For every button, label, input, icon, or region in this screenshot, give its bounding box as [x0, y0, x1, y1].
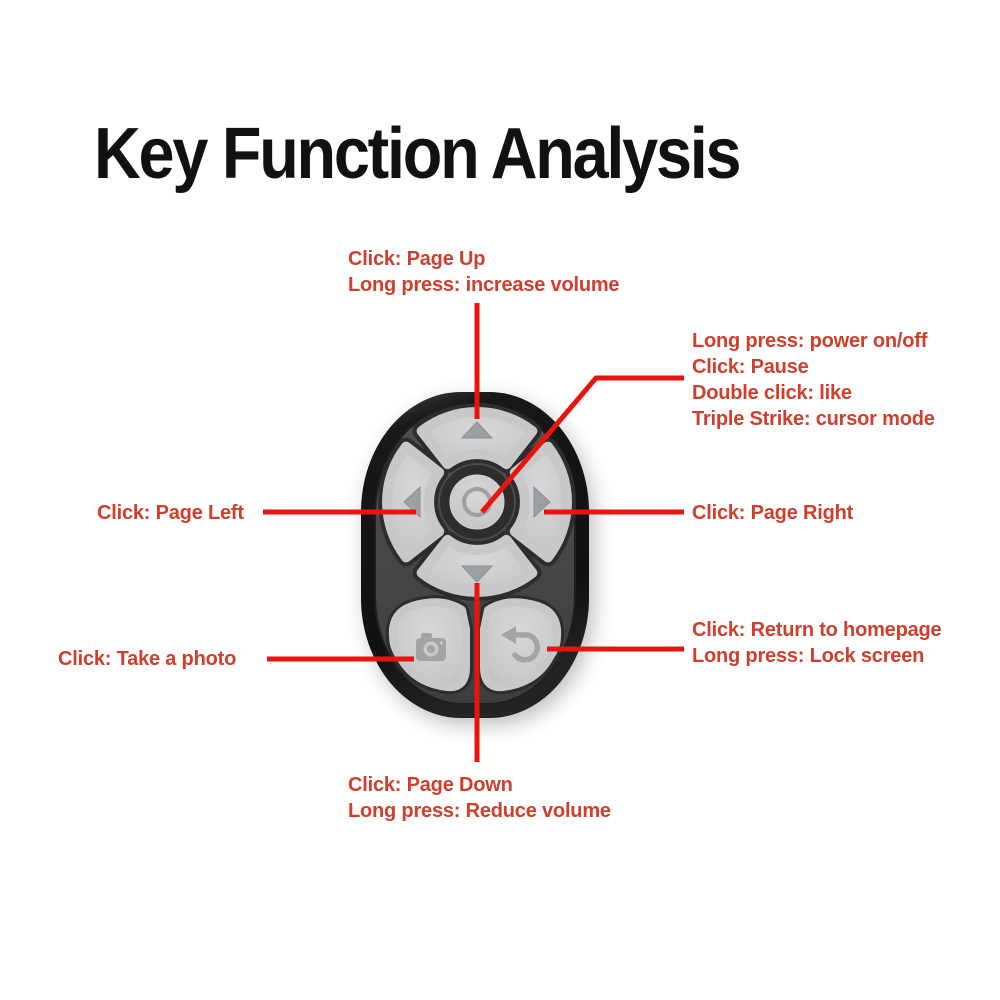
camera-button	[388, 598, 470, 692]
label-line: Triple Strike: cursor mode	[692, 408, 935, 430]
remote-device	[361, 392, 589, 718]
back-button	[480, 598, 562, 692]
left-button	[382, 441, 445, 563]
label-line: Click: Pause	[692, 356, 809, 378]
label-line: Click: Take a photo	[58, 648, 237, 670]
label-page-left: Click: Page Left	[97, 500, 244, 526]
label-line: Click: Page Down	[348, 774, 513, 796]
up-button	[416, 407, 538, 470]
label-line: Click: Page Left	[97, 502, 244, 524]
return-arrow-icon	[501, 626, 541, 663]
label-line: Click: Return to homepage	[692, 619, 942, 641]
label-line: Double click: like	[692, 382, 852, 404]
center-button	[449, 474, 505, 530]
label-line: Click: Page Right	[692, 502, 854, 524]
camera-icon	[416, 633, 446, 661]
label-line: Long press: increase volume	[348, 274, 620, 296]
right-button	[509, 441, 572, 563]
label-line: Click: Page Up	[348, 248, 486, 270]
label-page-right: Click: Page Right	[692, 500, 853, 526]
label-line: Long press: power on/off	[692, 330, 928, 352]
down-arrow-icon	[460, 565, 494, 583]
down-button	[416, 534, 538, 597]
label-line: Long press: Reduce volume	[348, 800, 611, 822]
label-line: Long press: Lock screen	[692, 645, 925, 667]
page-title: Key Function Analysis	[94, 114, 742, 195]
label-take-photo: Click: Take a photo	[58, 646, 236, 672]
label-page-up: Click: Page Up Long press: increase volu…	[348, 246, 620, 298]
label-power: Long press: power on/off Click: Pause Do…	[692, 328, 935, 432]
label-homepage: Click: Return to homepage Long press: Lo…	[692, 617, 942, 669]
label-page-down: Click: Page Down Long press: Reduce volu…	[348, 772, 611, 824]
